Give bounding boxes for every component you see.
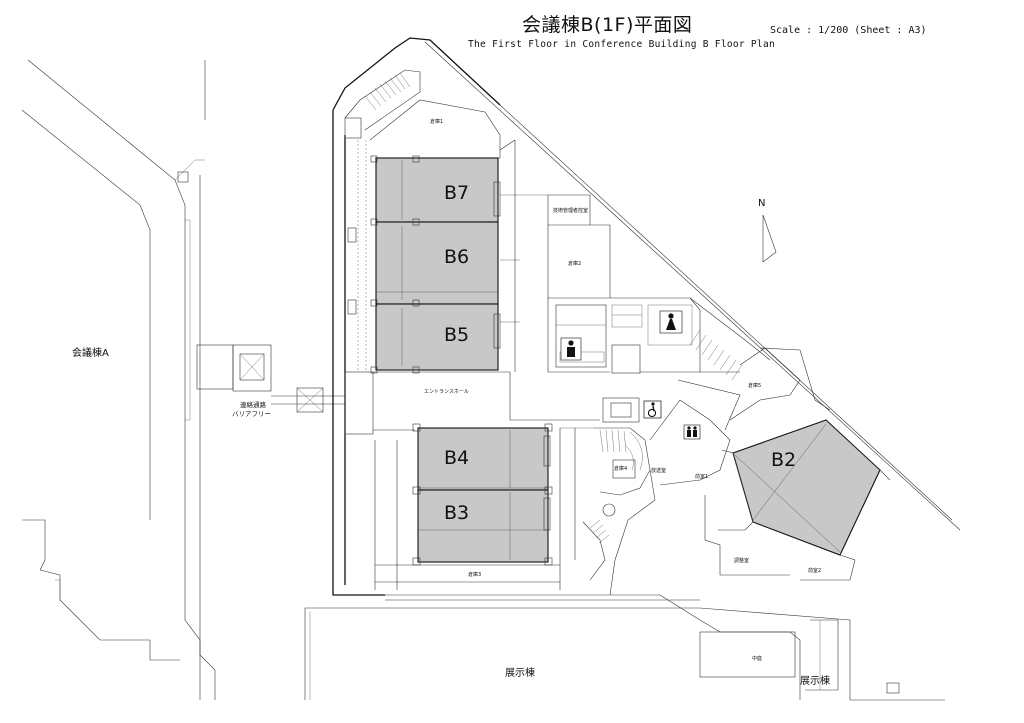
- room-b6-label: B6: [444, 246, 469, 268]
- central-core: [547, 194, 701, 374]
- building-a-outline: [21, 59, 216, 700]
- room-b7-label: B7: [444, 182, 469, 204]
- spiral-stair: [599, 429, 643, 471]
- room-b2-label: B2: [771, 449, 796, 471]
- female-restroom-icon: [659, 310, 683, 334]
- stair-treads-left: [589, 519, 610, 544]
- storage4-label: 倉庫4: [614, 465, 627, 472]
- plan-subtitle: The First Floor in Conference Building B…: [468, 39, 775, 50]
- left-wing-doors: [370, 139, 548, 374]
- anteroom2-label: 前室2: [808, 567, 821, 574]
- broadcast-room-label: 放送室: [651, 467, 666, 474]
- room-b3: [417, 489, 551, 563]
- barrier-free-label: バリアフリー: [232, 410, 271, 418]
- courtyard-area: [659, 594, 945, 701]
- storage3-label: 倉庫3: [468, 571, 481, 578]
- broadcast-area: [649, 297, 831, 486]
- room-b7: [375, 157, 501, 223]
- stair-treads-top: [364, 72, 411, 111]
- stair-treads-right: [689, 329, 743, 381]
- storage2-label: 倉庫2: [568, 260, 581, 267]
- wheelchair-icon: [643, 400, 662, 419]
- left-wing-structure: [344, 140, 510, 435]
- lower-wing-structure: [374, 423, 594, 590]
- building-a-label: 会議棟A: [72, 346, 109, 359]
- exhibition-building-label: 展示棟: [505, 666, 535, 679]
- exhibition-building-right-label: 展示棟: [800, 674, 830, 687]
- scale-note: Scale : 1/200 (Sheet : A3): [770, 25, 927, 36]
- entrance-hall-label: エントランスホール: [424, 389, 469, 395]
- connecting-passage: [196, 344, 345, 413]
- plan-title: 会議棟B(1F)平面図: [522, 14, 693, 36]
- storage1-label: 倉庫1: [430, 118, 443, 125]
- control-room-label: 調整室: [734, 557, 749, 564]
- room-b2: [704, 419, 891, 581]
- connecting-passage-label: 連絡通路: [240, 400, 267, 409]
- room-b4: [417, 427, 551, 491]
- tech-office-label: 技術管理者控室: [553, 207, 588, 214]
- entrance-area: [509, 372, 662, 596]
- courtyard-label: 中庭: [752, 655, 762, 662]
- room-b5-label: B5: [444, 324, 469, 346]
- room-b6: [375, 221, 499, 305]
- family-restroom-icon: [683, 424, 701, 440]
- storage5-label: 倉庫5: [748, 382, 761, 389]
- anteroom1-label: 前室1: [695, 473, 708, 480]
- room-b3-label: B3: [444, 502, 469, 524]
- north-arrow: [762, 214, 777, 263]
- building-b-walls: [304, 37, 961, 700]
- male-restroom-icon: [560, 337, 582, 361]
- room-b4-label: B4: [444, 447, 469, 469]
- room-b5: [375, 303, 501, 371]
- north-label: N: [758, 198, 765, 209]
